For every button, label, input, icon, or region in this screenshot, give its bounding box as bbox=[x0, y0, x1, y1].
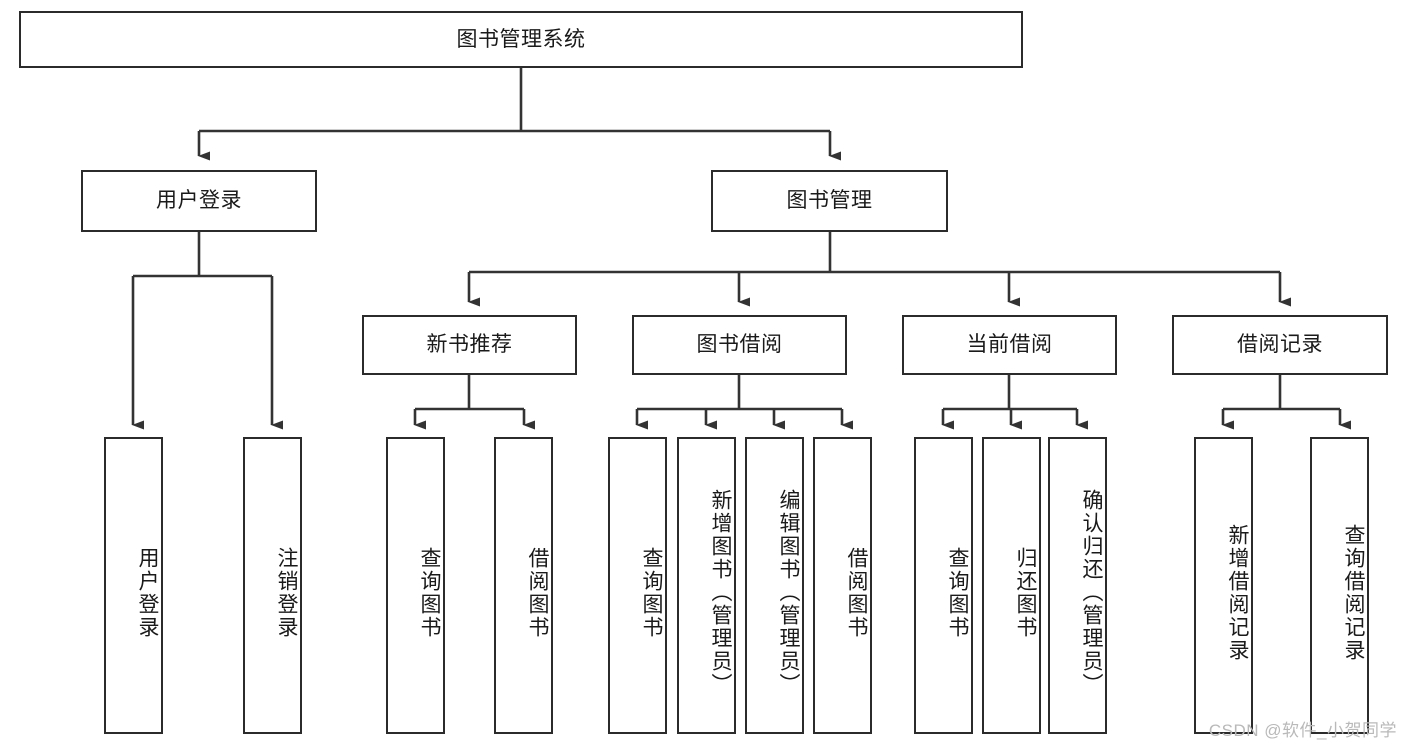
node-user-login[interactable]: 用户登录 bbox=[81, 170, 317, 232]
leaf-query-record[interactable]: 查询借阅记录 bbox=[1310, 437, 1369, 734]
leaf-query-book-2[interactable]: 查询图书 bbox=[608, 437, 667, 734]
node-new-book-recommend[interactable]: 新书推荐 bbox=[362, 315, 577, 375]
leaf-logout[interactable]: 注销登录 bbox=[243, 437, 302, 734]
leaf-user-login-label: 用户登录 bbox=[136, 546, 159, 639]
leaf-query-book-3-label: 查询图书 bbox=[946, 546, 969, 639]
leaf-borrow-book-1[interactable]: 借阅图书 bbox=[494, 437, 553, 734]
leaf-query-book-3[interactable]: 查询图书 bbox=[914, 437, 973, 734]
leaf-query-book-2-label: 查询图书 bbox=[640, 546, 663, 639]
node-root[interactable]: 图书管理系统 bbox=[19, 11, 1023, 68]
leaf-query-record-label: 查询借阅记录 bbox=[1342, 523, 1365, 662]
leaf-query-book-1-label: 查询图书 bbox=[418, 546, 441, 639]
leaf-add-record-label: 新增借阅记录 bbox=[1226, 523, 1249, 662]
leaf-edit-book-label: 编辑图书（管理员） bbox=[777, 489, 800, 696]
leaf-add-record[interactable]: 新增借阅记录 bbox=[1194, 437, 1253, 734]
leaf-add-book-label: 新增图书（管理员） bbox=[709, 489, 732, 696]
leaf-return-book[interactable]: 归还图书 bbox=[982, 437, 1041, 734]
node-book-management[interactable]: 图书管理 bbox=[711, 170, 948, 232]
leaf-return-book-label: 归还图书 bbox=[1014, 546, 1037, 639]
leaf-edit-book[interactable]: 编辑图书（管理员） bbox=[745, 437, 804, 734]
node-borrow-record-label: 借阅记录 bbox=[1237, 333, 1323, 357]
leaf-add-book[interactable]: 新增图书（管理员） bbox=[677, 437, 736, 734]
leaf-borrow-book-1-label: 借阅图书 bbox=[526, 546, 549, 639]
leaf-query-book-1[interactable]: 查询图书 bbox=[386, 437, 445, 734]
leaf-logout-label: 注销登录 bbox=[275, 546, 298, 639]
node-user-login-label: 用户登录 bbox=[156, 189, 242, 213]
node-book-borrow-label: 图书借阅 bbox=[696, 333, 783, 357]
node-root-label: 图书管理系统 bbox=[456, 27, 586, 51]
node-borrow-record[interactable]: 借阅记录 bbox=[1172, 315, 1388, 375]
node-book-borrow[interactable]: 图书借阅 bbox=[632, 315, 847, 375]
node-current-borrow[interactable]: 当前借阅 bbox=[902, 315, 1117, 375]
node-new-book-recommend-label: 新书推荐 bbox=[426, 333, 513, 357]
leaf-confirm-return[interactable]: 确认归还（管理员） bbox=[1048, 437, 1107, 734]
node-book-management-label: 图书管理 bbox=[786, 189, 873, 213]
leaf-borrow-book-2-label: 借阅图书 bbox=[845, 546, 868, 639]
node-current-borrow-label: 当前借阅 bbox=[966, 333, 1053, 357]
watermark: CSDN @软件_小贺同学 bbox=[1208, 721, 1397, 740]
leaf-borrow-book-2[interactable]: 借阅图书 bbox=[813, 437, 872, 734]
leaf-user-login[interactable]: 用户登录 bbox=[104, 437, 163, 734]
leaf-confirm-return-label: 确认归还（管理员） bbox=[1080, 489, 1103, 696]
